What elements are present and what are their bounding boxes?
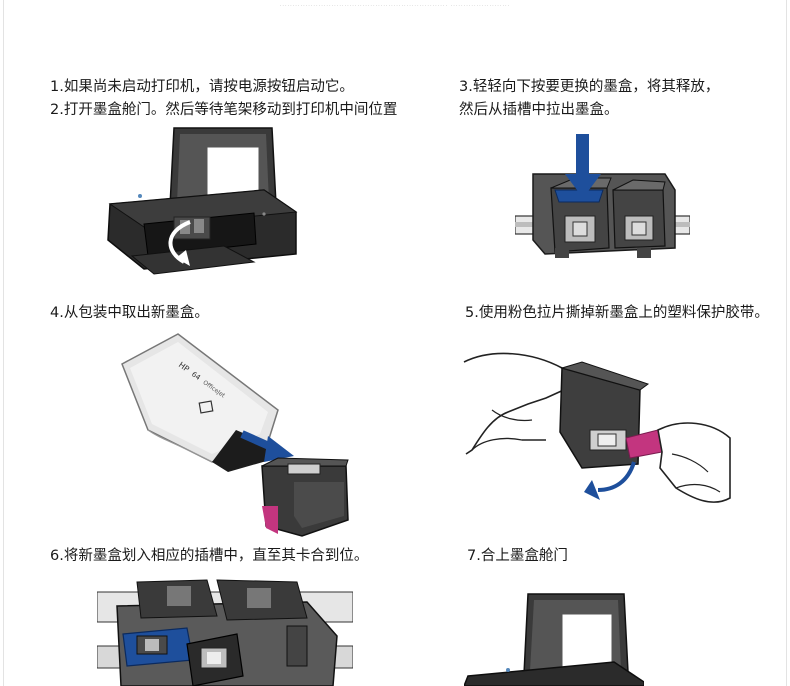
step-3-text-line2: 然后从插槽中拉出墨盒。 <box>459 102 619 118</box>
step-7-text: 7.合上墨盒舱门 <box>467 548 568 564</box>
printer-closed-illustration <box>464 593 644 686</box>
step-2-text: 2.打开墨盒舱门。然后等待笔架移动到打印机中间位置 <box>50 102 398 118</box>
carriage-illustration <box>515 134 690 258</box>
right-frame-line <box>786 0 787 686</box>
step-1-text: 1.如果尚未启动打印机，请按电源按钮启动它。 <box>50 79 354 95</box>
printer-illustration <box>107 127 298 275</box>
top-caption: ........................................… <box>279 2 511 8</box>
step-3-text-line1: 3.轻轻向下按要更换的墨盒，将其释放， <box>459 79 720 95</box>
package-illustration: HP 64 OfficeJet <box>121 333 349 537</box>
package-model: 64 <box>190 370 202 382</box>
cartridge-install-illustration <box>97 579 353 686</box>
step-6-text: 6.将新墨盒划入相应的插槽中，直至其卡合到位。 <box>50 548 369 564</box>
step-4-text: 4.从包装中取出新墨盒。 <box>50 305 209 321</box>
left-frame-line <box>3 0 4 686</box>
hands-illustration <box>463 352 731 503</box>
step-5-text: 5.使用粉色拉片撕掉新墨盒上的塑料保护胶带。 <box>465 305 769 321</box>
